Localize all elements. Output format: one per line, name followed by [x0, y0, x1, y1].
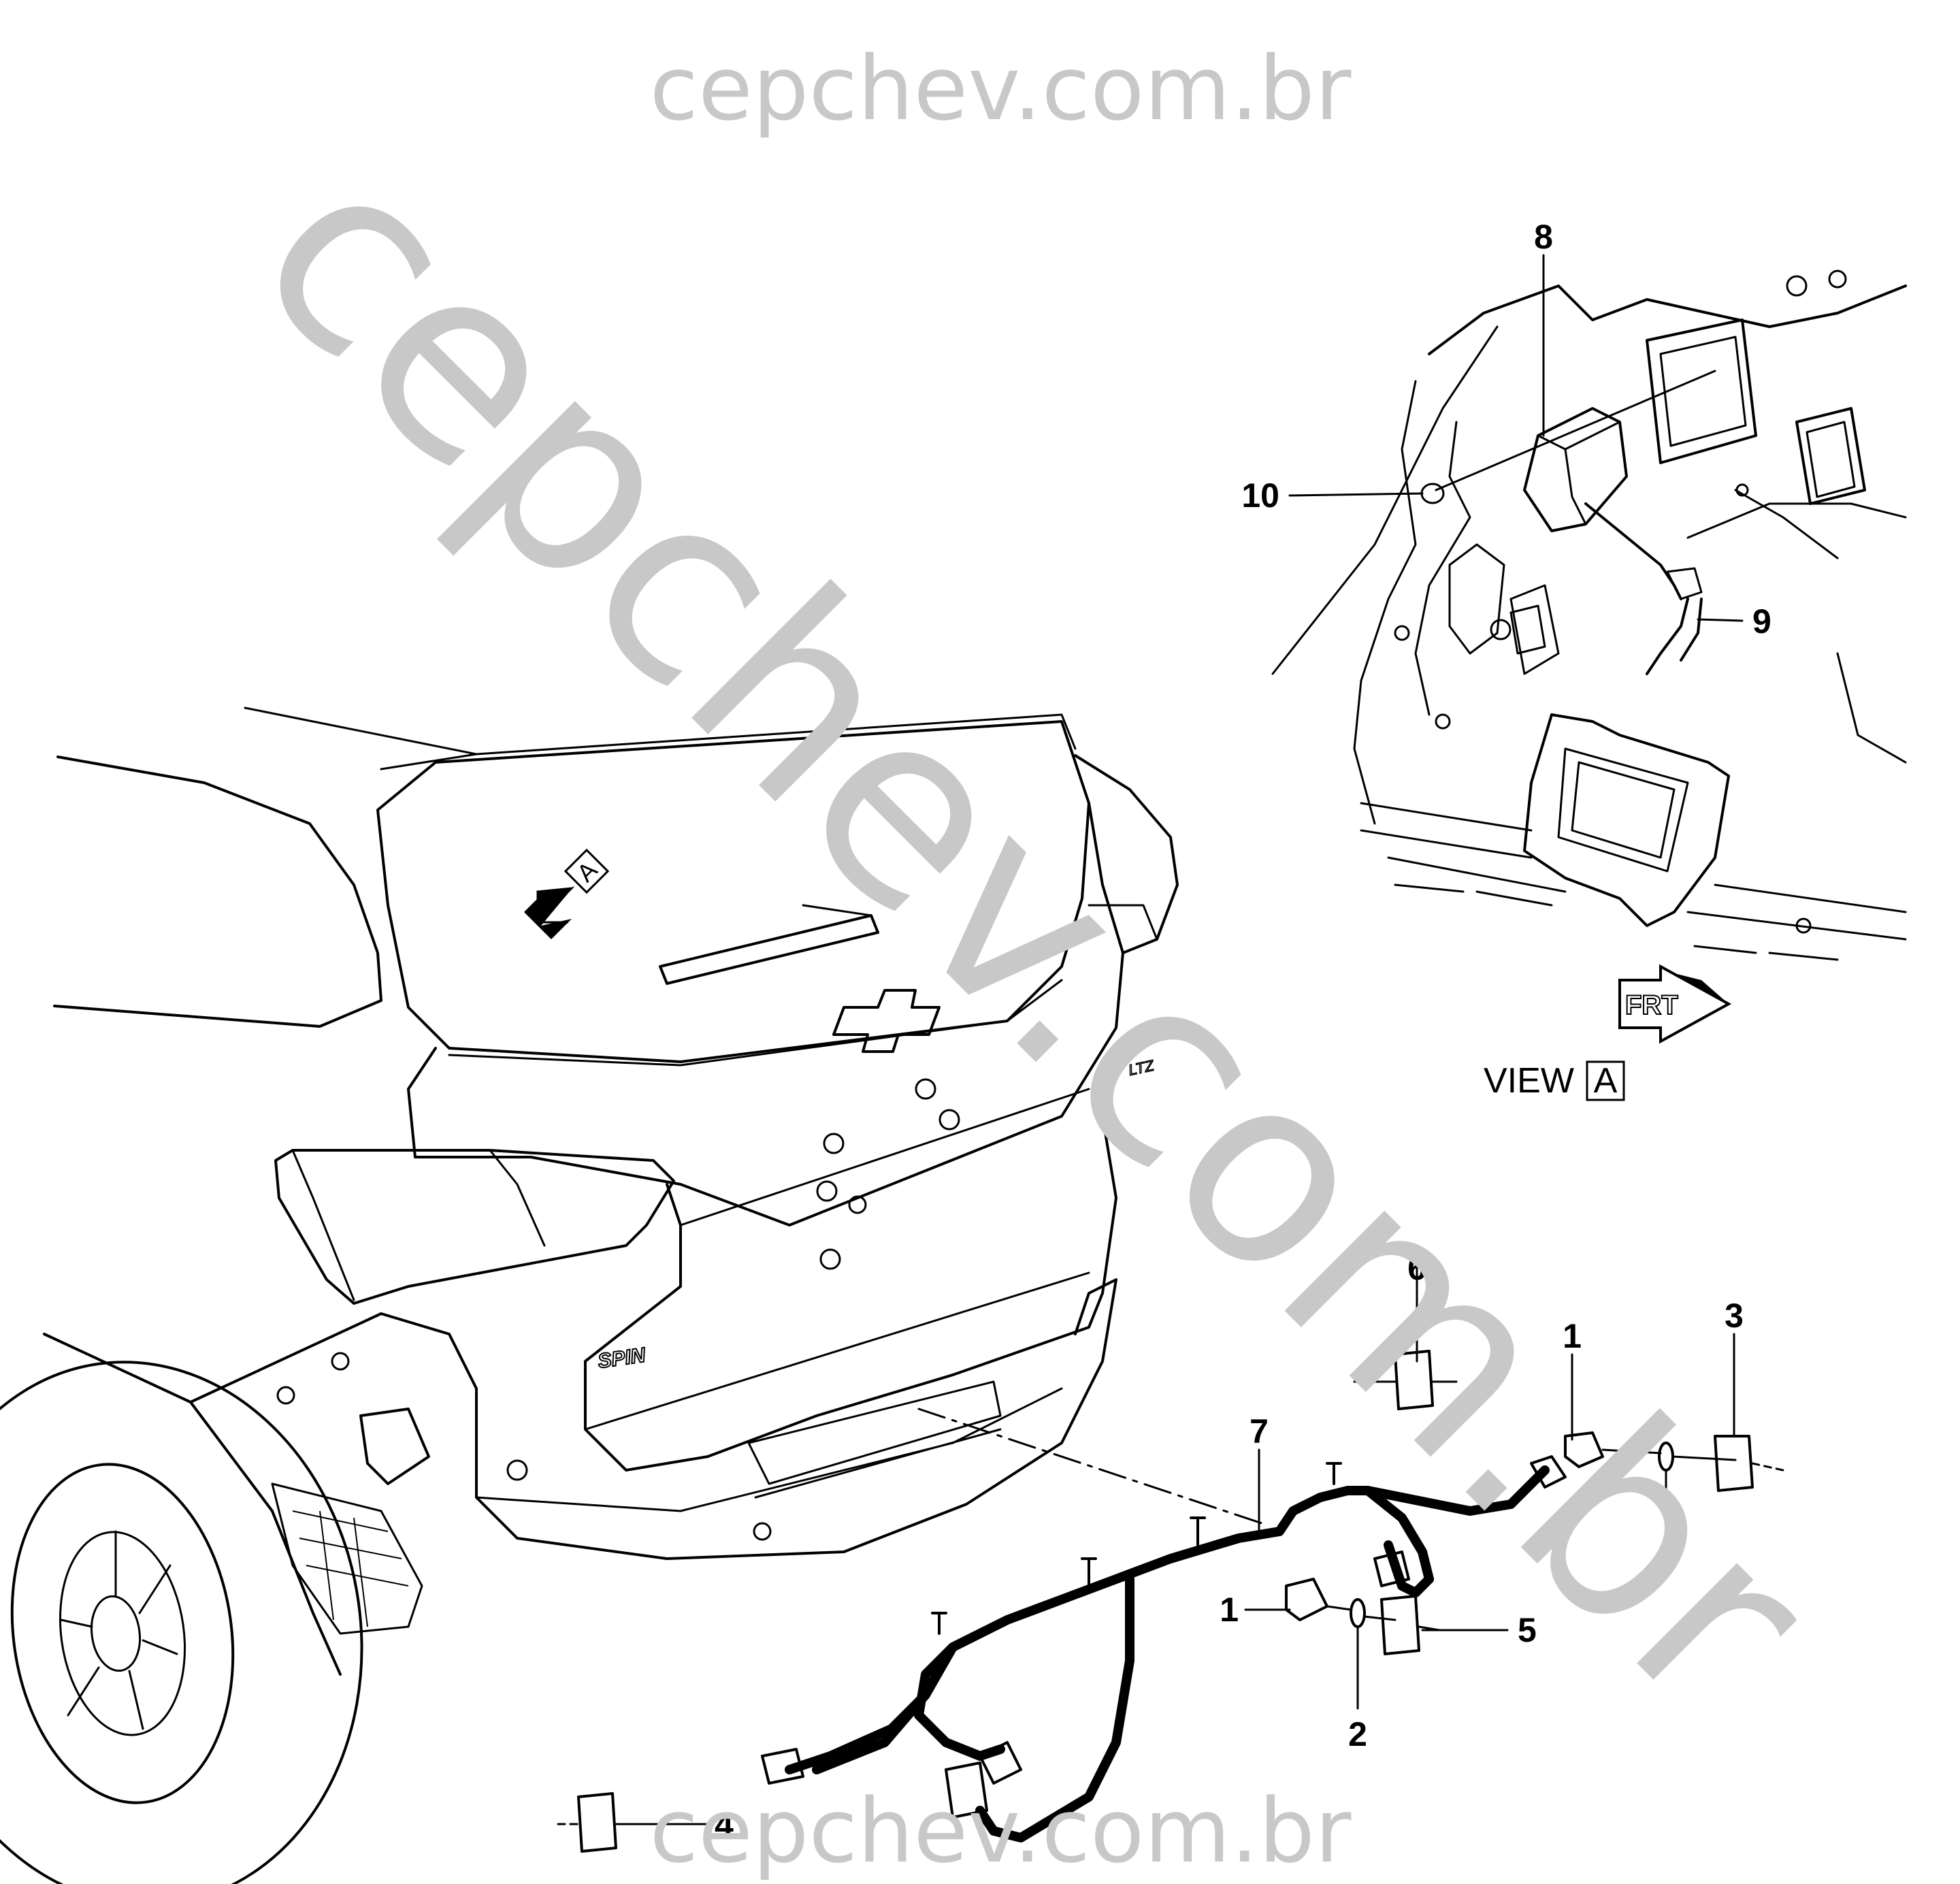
vehicle-rear-drawing: [0, 706, 1179, 1884]
view-label-word: VIEW: [1484, 1061, 1574, 1101]
callout-2-lower: 2: [1348, 1715, 1367, 1753]
callout-4: 4: [715, 1806, 734, 1844]
front-direction-arrow: FRT: [1618, 964, 1732, 1044]
view-a-marker: A: [524, 848, 610, 939]
callout-10: 10: [1241, 476, 1279, 515]
view-label-box: [1586, 1060, 1625, 1101]
front-arrow-label: FRT: [1625, 990, 1678, 1020]
view-a-label: VIEW A: [1484, 1060, 1625, 1101]
leader-lines: [615, 254, 1744, 1825]
watermark-bottom: cepchev.com.br: [650, 1779, 1352, 1883]
watermark-diagonal: cepchev.com.br: [202, 101, 1867, 1767]
callout-9: 9: [1752, 602, 1771, 640]
parking-sensors: [557, 1350, 1784, 1853]
wiring-harness: [761, 1408, 1567, 1842]
callout-2-upper: 2: [1661, 1528, 1680, 1566]
view-label-letter: A: [1594, 1061, 1618, 1101]
callout-3: 3: [1725, 1297, 1744, 1335]
view-a-marker-box: [564, 848, 610, 894]
callout-7: 7: [1250, 1412, 1269, 1450]
callout-1-lower: 1: [1220, 1591, 1239, 1629]
callout-numbers: 8 10 9 6 7 1 3 2 1 5 2 4: [715, 218, 1771, 1844]
callout-8: 8: [1534, 218, 1553, 256]
callout-1-upper: 1: [1563, 1317, 1582, 1355]
watermark-top: cepchev.com.br: [650, 37, 1352, 140]
callout-5: 5: [1518, 1611, 1537, 1649]
rear-wheel: [0, 1361, 363, 1884]
callout-6: 6: [1407, 1249, 1426, 1287]
view-a-inset: [1271, 270, 1907, 961]
